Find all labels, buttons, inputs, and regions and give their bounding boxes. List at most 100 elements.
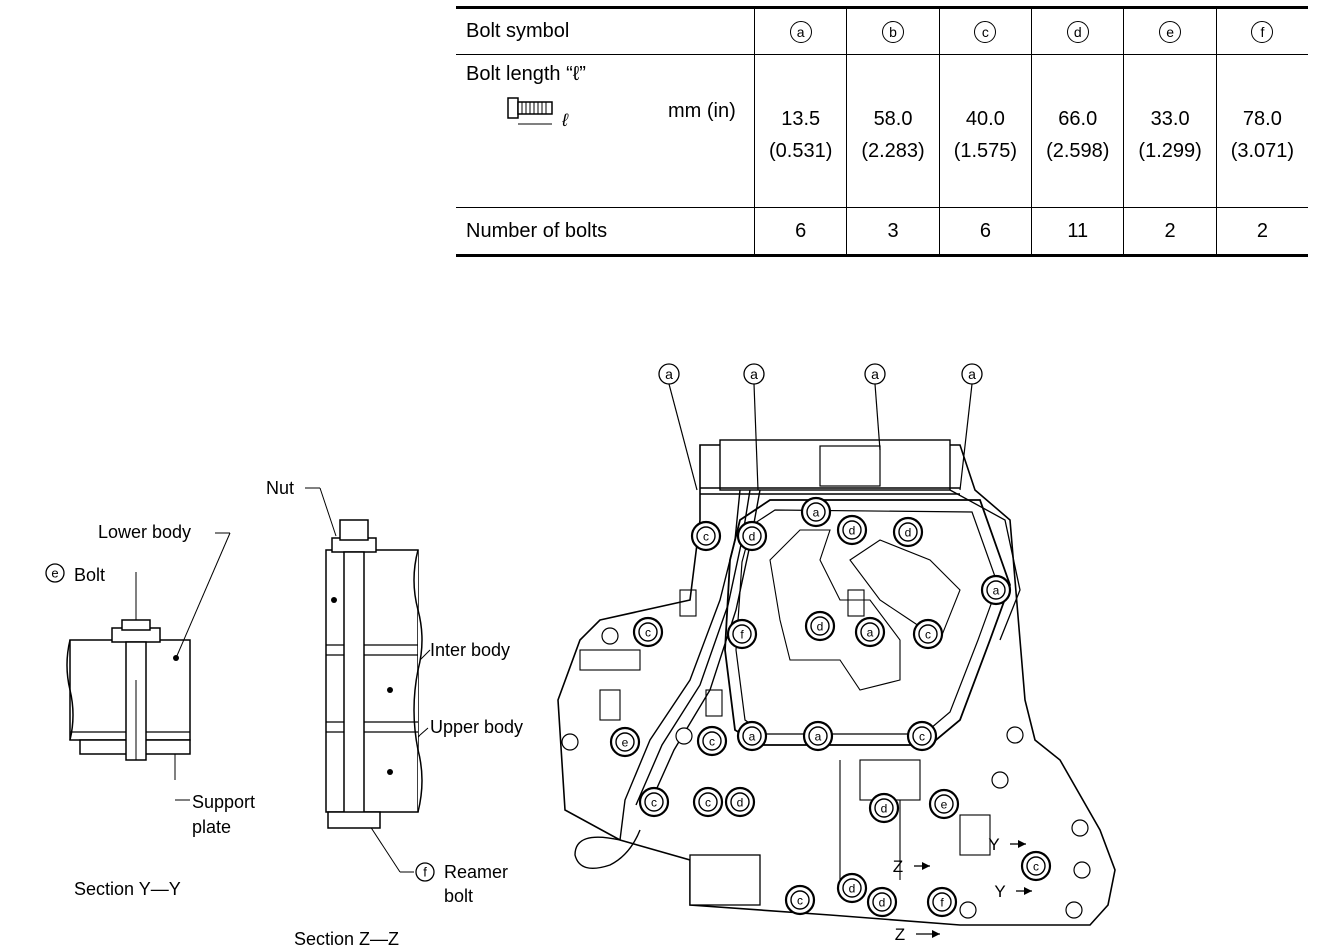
svg-text:a: a xyxy=(665,366,673,382)
count-cell: 11 xyxy=(1031,207,1124,256)
svg-text:Z: Z xyxy=(893,857,903,876)
svg-text:c: c xyxy=(709,735,715,749)
bolt-mark: e xyxy=(609,726,641,758)
bolt-count-header: Number of bolts xyxy=(466,220,608,243)
section-zz-caption: Section Z—Z xyxy=(294,929,400,949)
reamer-label-1: Reamer xyxy=(444,862,509,882)
symbol-cell: b xyxy=(846,8,940,56)
section-yy-caption: Section Y—Y xyxy=(74,879,181,899)
bolt-mark: c xyxy=(912,618,944,650)
symbol-cell: c xyxy=(938,8,1032,56)
support-plate-label-2: plate xyxy=(192,817,232,837)
section-zz-drawing xyxy=(325,519,423,829)
unit-label: mm (in) xyxy=(668,100,736,122)
top-callout-a: a xyxy=(959,363,983,491)
bolt-mark: d xyxy=(836,514,868,546)
symbol-cell: a xyxy=(753,8,847,56)
svg-text:e: e xyxy=(941,798,948,812)
svg-text:f: f xyxy=(940,896,944,910)
section-yy-drawing xyxy=(66,572,191,780)
bolt-length-header: Bolt length “ℓ” ℓ xyxy=(456,54,755,208)
symbol-cell: d xyxy=(1031,8,1124,56)
section-mark: Y xyxy=(988,835,1026,854)
bolt-length-label: Bolt length “ℓ” xyxy=(466,63,586,86)
bolt-mark: c xyxy=(784,884,816,916)
bolt-length-icon: ℓ xyxy=(507,97,569,130)
table-row-symbol: Bolt symbol a b c d e f xyxy=(456,8,1308,56)
svg-text:d: d xyxy=(849,882,856,896)
bolt-mark: a xyxy=(800,496,832,528)
reamer-f-symbol: f xyxy=(415,862,435,882)
ell-symbol: ℓ xyxy=(561,110,569,130)
table-row-count: Number of bolts 6 3 6 11 2 2 xyxy=(456,207,1308,256)
bolt-mark: a xyxy=(980,574,1012,606)
top-callout-a: a xyxy=(658,363,698,491)
bolt-mark: d xyxy=(892,516,924,548)
svg-text:a: a xyxy=(813,506,820,520)
length-cell: 33.0(1.299) xyxy=(1123,54,1217,208)
top-callout-a: a xyxy=(864,363,886,451)
svg-text:d: d xyxy=(849,524,856,538)
svg-text:c: c xyxy=(703,530,709,544)
bolt-mark: e xyxy=(928,788,960,820)
symbol-cell: f xyxy=(1215,8,1308,56)
svg-text:a: a xyxy=(993,584,1000,598)
count-cell: 6 xyxy=(753,207,847,256)
bolt-mark: c xyxy=(696,725,728,757)
length-cell: 66.0(2.598) xyxy=(1031,54,1124,208)
section-mark: Y xyxy=(994,882,1032,901)
symbol-cell: e xyxy=(1123,8,1217,56)
svg-text:Z: Z xyxy=(895,925,905,944)
svg-text:a: a xyxy=(815,730,822,744)
section-mark-group: Y Y Z Z xyxy=(893,835,1032,944)
length-cell: 78.0(3.071) xyxy=(1215,54,1308,208)
count-cell: 2 xyxy=(1215,207,1308,256)
reamer-label-2: bolt xyxy=(444,886,474,906)
section-mark: Z xyxy=(895,925,940,944)
inter-body-label: Inter body xyxy=(430,640,511,660)
upper-body-label: Upper body xyxy=(430,717,524,737)
length-cell: 13.5(0.531) xyxy=(753,54,847,208)
svg-text:d: d xyxy=(817,620,824,634)
svg-text:a: a xyxy=(750,366,758,382)
svg-text:d: d xyxy=(881,802,888,816)
table-top-rule xyxy=(456,6,1308,9)
svg-text:d: d xyxy=(905,526,912,540)
svg-text:f: f xyxy=(740,628,744,642)
top-callout-a: a xyxy=(743,363,765,491)
svg-text:a: a xyxy=(968,366,976,382)
svg-text:c: c xyxy=(651,796,657,810)
svg-text:e: e xyxy=(51,566,58,581)
bolt-mark: f xyxy=(926,886,958,918)
bolt-mark: d xyxy=(736,520,768,552)
bolt-mark: d xyxy=(868,792,900,824)
svg-text:a: a xyxy=(871,366,879,382)
svg-text:f: f xyxy=(423,865,427,880)
svg-text:c: c xyxy=(645,626,651,640)
count-cell: 6 xyxy=(938,207,1032,256)
bolt-mark: a xyxy=(736,720,768,752)
bolt-label: Bolt xyxy=(74,565,106,585)
support-plate-label-1: Support xyxy=(192,792,256,812)
svg-text:e: e xyxy=(622,736,629,750)
bolt-mark: a xyxy=(802,720,834,752)
bolt-symbol-header: Bolt symbol xyxy=(456,8,755,56)
bolt-mark: c xyxy=(638,786,670,818)
bolt-mark: d xyxy=(804,610,836,642)
bolt-mark: d xyxy=(866,886,898,918)
bolt-mark: c xyxy=(632,616,664,648)
bolt-mark: c xyxy=(692,786,724,818)
length-cell: 58.0(2.283) xyxy=(846,54,940,208)
svg-text:d: d xyxy=(737,796,744,810)
count-cell: 3 xyxy=(846,207,940,256)
svg-text:a: a xyxy=(749,730,756,744)
svg-text:c: c xyxy=(1033,860,1039,874)
table-bottom-rule xyxy=(456,254,1308,257)
bolt-mark: d xyxy=(724,786,756,818)
svg-text:d: d xyxy=(749,530,756,544)
bolt-mark: d xyxy=(836,872,868,904)
lower-body-label: Lower body xyxy=(98,522,192,542)
